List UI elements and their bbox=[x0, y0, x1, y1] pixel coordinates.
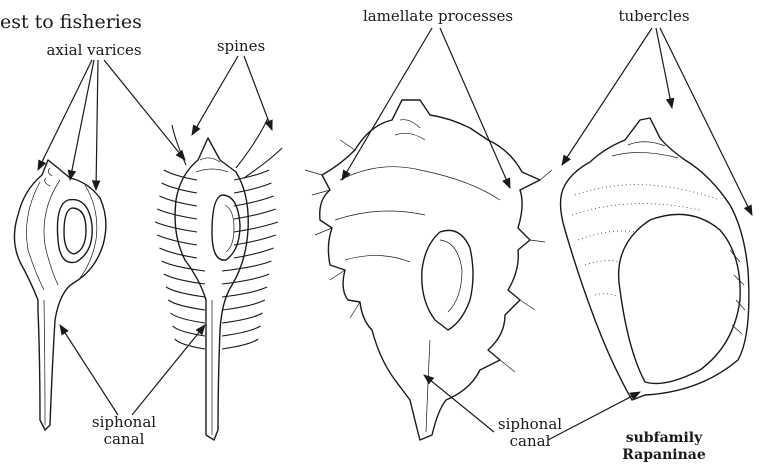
label-subfamily: subfamily Rapaninae bbox=[622, 430, 706, 464]
spine-right bbox=[222, 326, 260, 336]
label-subfamily-line1: subfamily bbox=[622, 430, 706, 447]
spine-right bbox=[234, 170, 269, 180]
spine-right bbox=[222, 300, 265, 310]
label-spines: spines bbox=[217, 38, 265, 55]
spine-right bbox=[222, 339, 258, 349]
label-subfamily-line2: Rapaninae bbox=[622, 447, 706, 464]
spine-left bbox=[168, 300, 205, 310]
label-siphonal-left-line2: canal bbox=[92, 431, 156, 448]
label-siphonal-right-line2: canal bbox=[498, 433, 562, 450]
label-siphonal-canal-left: siphonal canal bbox=[92, 414, 156, 448]
shell-spiny bbox=[155, 118, 282, 440]
spine-left bbox=[170, 313, 205, 323]
spine-long bbox=[236, 118, 268, 168]
label-siphonal-right-line1: siphonal bbox=[498, 416, 562, 433]
spine-right bbox=[222, 313, 263, 323]
label-siphonal-canal-right: siphonal canal bbox=[498, 416, 562, 450]
spine-left bbox=[166, 287, 205, 297]
label-tubercles: tubercles bbox=[618, 8, 689, 25]
spine-long bbox=[244, 148, 282, 178]
shell-rapaninae bbox=[561, 118, 749, 400]
figure-heading: est to fisheries bbox=[0, 14, 142, 31]
label-axial-varices: axial varices bbox=[46, 42, 141, 59]
shell-lamellate bbox=[305, 100, 552, 440]
label-siphonal-left-line1: siphonal bbox=[92, 414, 156, 431]
label-lamellate-processes: lamellate processes bbox=[363, 8, 513, 25]
shell-long-canal bbox=[14, 160, 105, 430]
